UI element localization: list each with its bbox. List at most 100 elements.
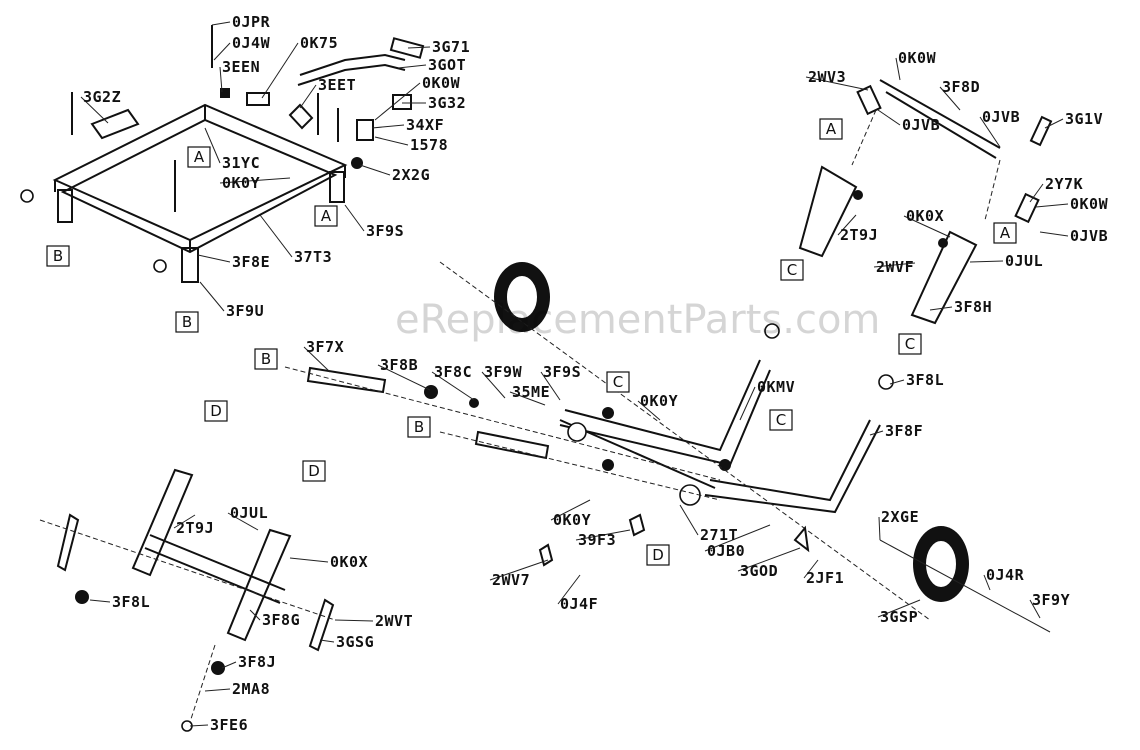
reference-box: B [46, 245, 70, 267]
part-label: 0KMV [757, 378, 795, 396]
part-label: 0J4F [560, 595, 598, 613]
part-label: 2XGE [881, 508, 919, 526]
part-label: 2JF1 [806, 569, 844, 587]
leader-line [739, 386, 756, 421]
leader-line [249, 609, 261, 621]
leader-line [407, 46, 431, 49]
reference-box: C [898, 333, 922, 355]
leader-line [197, 254, 231, 263]
watermark-text: eReplacementParts.com [395, 297, 880, 343]
part-label: 0JPR [232, 13, 271, 31]
leader-line [89, 599, 111, 603]
leader-line [377, 364, 431, 391]
leader-line [557, 574, 581, 605]
stand-assembly [39, 468, 336, 732]
part-label: 3F8D [942, 78, 980, 96]
leader-line [481, 371, 506, 399]
leader-line [550, 499, 591, 521]
leader-line [889, 379, 905, 385]
reference-box: C [780, 259, 804, 281]
reference-letter: B [182, 313, 192, 331]
part-label: 0K75 [300, 34, 338, 52]
leader-line [261, 42, 299, 99]
reference-letter: C [787, 261, 797, 279]
reference-letter: C [613, 373, 623, 391]
part-label: 3FE6 [210, 716, 248, 734]
part-label: 0K0Y [640, 392, 678, 410]
reference-box: A [819, 118, 843, 140]
reference-letter: A [321, 207, 332, 225]
part-label: 3GSG [336, 633, 374, 651]
reference-letter: B [414, 418, 424, 436]
leader-line [303, 346, 331, 373]
leader-line [199, 281, 225, 312]
part-label: 2WV3 [808, 68, 846, 86]
part-label: 3F7X [306, 338, 344, 356]
part-label: 3GSP [880, 608, 918, 626]
leader-line [983, 574, 991, 591]
leader-line [80, 96, 109, 124]
leader-line [189, 724, 209, 727]
part-label: 3G71 [432, 38, 470, 56]
part-label: 3EET [318, 76, 356, 94]
reference-letter: D [652, 546, 664, 564]
leader-line [679, 504, 699, 536]
part-label: 271T [700, 526, 738, 544]
leader-line [489, 559, 549, 581]
leader-line [397, 64, 427, 69]
leader-line [877, 109, 901, 126]
reference-box: A [187, 146, 211, 168]
leader-line [737, 547, 801, 572]
leader-line [219, 66, 223, 93]
part-label: 0JVB [1070, 227, 1108, 245]
reference-letter: B [261, 350, 271, 368]
leader-line [929, 306, 953, 311]
part-label: 1578 [410, 136, 448, 154]
leader-line [211, 21, 231, 26]
leader-line [334, 619, 374, 622]
reference-box: B [254, 348, 278, 370]
part-label: 0K0X [906, 207, 944, 225]
leader-line [213, 42, 231, 61]
part-label: 0J4R [986, 566, 1025, 584]
reference-box: B [175, 311, 199, 333]
leader-line [637, 400, 661, 421]
part-label: 31YC [222, 154, 260, 172]
reference-letter: C [776, 411, 786, 429]
part-label: 37T3 [294, 248, 332, 266]
leader-line [805, 76, 869, 91]
part-label: 0J4W [232, 34, 271, 52]
part-label: 0JB0 [707, 542, 745, 560]
leader-line [431, 371, 475, 401]
leader-line [227, 512, 259, 531]
part-label: 0K0X [330, 553, 368, 571]
leader-line [204, 127, 221, 164]
part-label: 3F8L [112, 593, 150, 611]
reference-letter: D [308, 462, 320, 480]
leader-line [289, 557, 329, 563]
leader-line [219, 177, 291, 184]
leader-line [1029, 599, 1041, 619]
leader-line [969, 260, 1004, 263]
leader-line [895, 57, 901, 81]
part-label: 3F8J [238, 653, 276, 671]
reference-box: A [993, 222, 1017, 244]
part-label: 35ME [512, 383, 550, 401]
leader-line [371, 124, 405, 129]
reference-letter: C [905, 335, 915, 353]
part-label: 0K0Y [222, 174, 260, 192]
part-label: 3GOD [740, 562, 778, 580]
leader-line [869, 430, 884, 436]
leader-line [803, 559, 819, 579]
leader-line [939, 86, 961, 111]
leader-line [1035, 203, 1069, 208]
part-label: 2WVF [876, 258, 914, 276]
leader-line [837, 214, 857, 236]
leader-line [299, 84, 317, 109]
part-label: 3F9U [226, 302, 264, 320]
reference-letter: A [1000, 224, 1011, 242]
reference-box: B [407, 416, 431, 438]
base-frame [20, 25, 425, 283]
